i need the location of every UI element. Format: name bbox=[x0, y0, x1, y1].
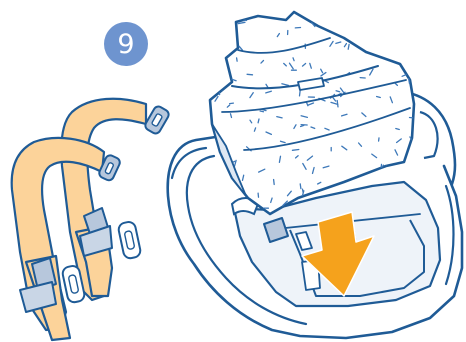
cover-speckle bbox=[414, 13, 419, 15]
cover-speckle bbox=[260, 111, 263, 112]
cover-speckle bbox=[210, 44, 214, 49]
cover-speckle bbox=[211, 76, 212, 79]
cover-speckle bbox=[409, 79, 410, 84]
cover-speckle bbox=[300, 184, 301, 189]
cover-speckle bbox=[237, 58, 238, 61]
cover-speckle bbox=[336, 91, 340, 92]
cover-speckle bbox=[258, 119, 259, 123]
adjuster-plate-upper bbox=[117, 221, 141, 260]
cover-speckle bbox=[223, 45, 228, 47]
cover-speckle bbox=[232, 15, 237, 20]
cover-speckle bbox=[211, 62, 215, 64]
cover-speckle bbox=[230, 103, 234, 104]
harness-straps bbox=[12, 99, 171, 340]
cover-speckle bbox=[303, 189, 304, 192]
seat-right-tab bbox=[420, 112, 438, 158]
cover-speckle bbox=[338, 32, 342, 33]
cover-speckle bbox=[292, 150, 298, 151]
cover-speckle bbox=[408, 12, 410, 16]
strap-clip-top bbox=[144, 105, 171, 136]
cover-speckle bbox=[382, 49, 384, 53]
cover-speckle bbox=[237, 13, 243, 16]
cover-speckle bbox=[225, 42, 229, 44]
cover-speckle bbox=[356, 15, 360, 17]
cover-speckle bbox=[274, 180, 275, 185]
cover-speckle bbox=[348, 44, 349, 49]
cover-speckle bbox=[374, 40, 377, 42]
cover-speckle bbox=[339, 30, 340, 33]
cover-speckle bbox=[325, 17, 327, 21]
cover-speckle bbox=[337, 101, 338, 107]
cover-speckle bbox=[247, 74, 252, 75]
